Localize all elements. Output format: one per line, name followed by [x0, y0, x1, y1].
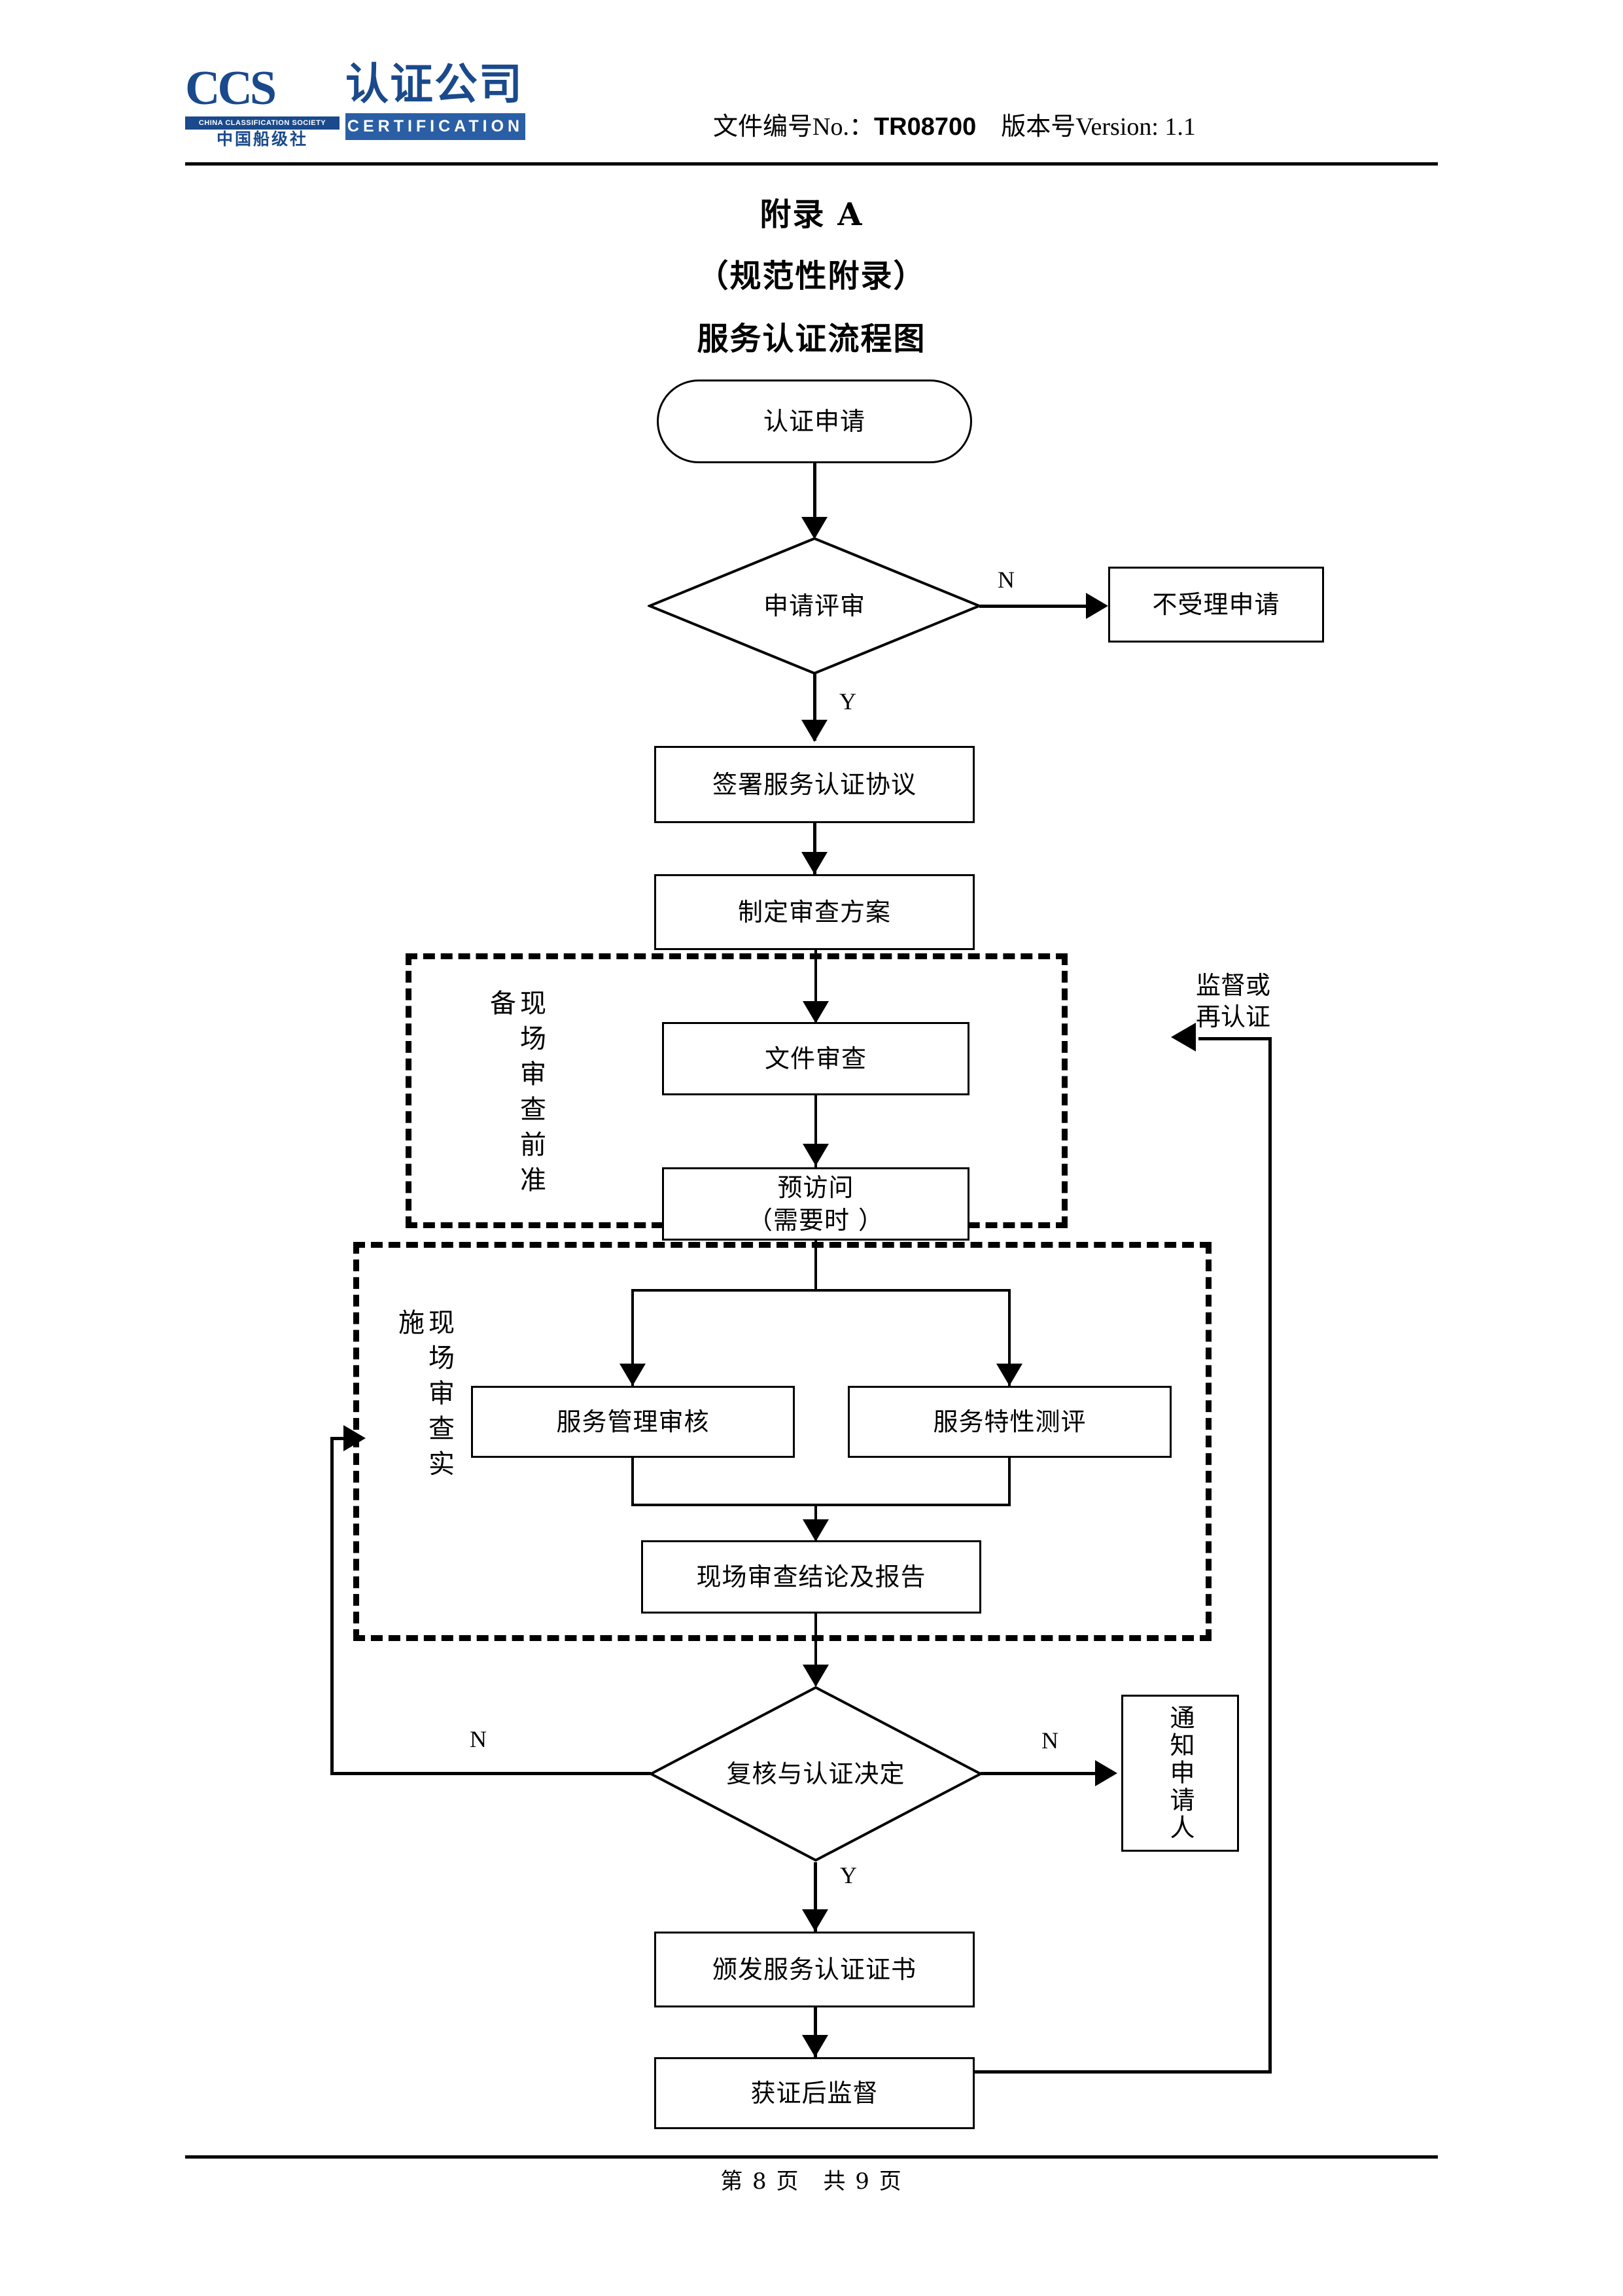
- header-divider: [185, 162, 1438, 166]
- node-label-previsit-line2: （需要时 ）: [747, 1206, 884, 1235]
- node-define-audit-plan[interactable]: 制定审查方案: [654, 874, 975, 950]
- arrow-sign-to-plan: [801, 852, 828, 874]
- node-certification-application[interactable]: 认证申请: [657, 380, 972, 463]
- flowchart-title: 服务认证流程图: [697, 321, 926, 357]
- group-label-onsite-execution: 现场审查实施: [394, 1309, 454, 1485]
- arrow-apply-to-review: [801, 517, 828, 539]
- node-label-previsit-line1: 预访问: [777, 1173, 854, 1202]
- arrow-previsit-to-mgmt: [620, 1364, 646, 1386]
- arrow-loopback-into-execution-group: [343, 1425, 366, 1451]
- resurvey-label-line1: 监督或: [1196, 971, 1271, 1000]
- diamond-shape: [648, 537, 981, 675]
- edge-decision-to-notify: [981, 1772, 1109, 1775]
- appendix-title: 附录 A: [759, 196, 864, 233]
- edge-label-decision-yes: Y: [840, 1862, 857, 1888]
- edge-label-review-no: N: [998, 567, 1015, 593]
- ccs-certification-logo: CCS 认证公司 CHINA CLASSIFICATION SOCIETY 中国…: [185, 59, 525, 148]
- edge-feature-down: [1008, 1458, 1011, 1505]
- node-service-management-audit[interactable]: 服务管理审核: [471, 1386, 795, 1458]
- page-number: 第 8 页 共 9 页: [720, 2168, 903, 2195]
- arrow-merge-to-report: [803, 1519, 829, 1542]
- node-label-application-review: 申请评审: [763, 592, 865, 620]
- edge-label-review-yes: Y: [839, 688, 856, 715]
- edge-decision-to-issue: [814, 1862, 817, 1932]
- group-label-onsite-preparation: 现场审查前准备: [485, 989, 546, 1201]
- edge-label-supervision-or-recertification: 监督或 再认证: [1196, 970, 1270, 1033]
- logo-letter-s: S: [249, 62, 277, 115]
- arrow-review-to-sign: [801, 720, 828, 742]
- edge-mgmt-down: [631, 1458, 634, 1505]
- arrow-issue-to-supervise: [802, 2035, 828, 2057]
- edge-sign-to-plan: [813, 823, 816, 874]
- edge-label-decision-no-left: N: [470, 1726, 487, 1752]
- arrow-previsit-to-feature: [996, 1364, 1022, 1386]
- arrow-decision-to-issue: [802, 1909, 828, 1932]
- edge-docreview-to-previsit: [814, 1095, 817, 1167]
- doc-number-value: TR08700: [873, 113, 977, 141]
- edge-previsit-stem: [814, 1241, 817, 1292]
- arrow-resurvey-into-prep-group: [1171, 1023, 1196, 1051]
- node-post-certification-supervision[interactable]: 获证后监督: [654, 2057, 975, 2129]
- edge-review-to-reject: [979, 605, 1098, 608]
- edge-issue-to-supervise: [814, 2007, 817, 2057]
- logo-hanzi-renzheng-gongsi: 认证公司: [345, 59, 523, 109]
- arrow-report-to-decision: [803, 1665, 829, 1687]
- edge-apply-to-review: [813, 463, 816, 537]
- node-sign-agreement[interactable]: 签署服务认证协议: [654, 746, 975, 823]
- node-review-and-decision[interactable]: 复核与认证决定: [649, 1686, 983, 1862]
- edge-report-to-decision: [814, 1614, 817, 1686]
- edge-decision-no-left: [330, 1772, 651, 1775]
- edge-label-decision-no-right: N: [1041, 1727, 1058, 1754]
- node-issue-certificate[interactable]: 颁发服务认证证书: [654, 1932, 975, 2007]
- edge-previsit-to-mgmt: [631, 1289, 634, 1386]
- node-previsit[interactable]: 预访问 （需要时 ）: [662, 1167, 969, 1241]
- edge-resurvey-entry: [1198, 1037, 1272, 1040]
- page-header: CCS 认证公司 CHINA CLASSIFICATION SOCIETY 中国…: [0, 0, 1623, 167]
- node-application-review[interactable]: 申请评审: [648, 537, 981, 675]
- edge-plan-to-docreview: [814, 950, 817, 1022]
- appendix-normative-label: （规范性附录）: [697, 258, 926, 294]
- edge-previsit-split-bus: [631, 1289, 1011, 1292]
- diamond-shape: [649, 1686, 983, 1862]
- arrow-review-to-reject: [1086, 593, 1108, 619]
- node-notify-applicant[interactable]: 通知申请人: [1121, 1695, 1239, 1852]
- logo-subtitle-chinese: 中国船级社: [216, 130, 308, 149]
- ccs-wordmark: CCS: [185, 62, 277, 115]
- logo-subtitle-english: CHINA CLASSIFICATION SOCIETY: [185, 116, 340, 130]
- arrow-plan-to-docreview: [803, 1001, 829, 1023]
- arrow-decision-to-notify: [1095, 1760, 1117, 1786]
- logo-letter-c1: C: [185, 62, 220, 115]
- logo-letter-c2: C: [217, 62, 252, 115]
- header-document-info: 文件编号No.：TR08700 版本号Version: 1.1: [713, 113, 1196, 141]
- node-reject-application[interactable]: 不受理申请: [1108, 567, 1324, 643]
- doc-version: 版本号Version: 1.1: [976, 113, 1196, 141]
- doc-number-label: 文件编号No.：: [713, 113, 874, 141]
- node-document-review[interactable]: 文件审查: [662, 1022, 969, 1095]
- logo-certification-band: CERTIFICATION: [345, 113, 525, 140]
- edge-decision-loopback-vertical: [330, 1437, 334, 1775]
- edge-previsit-to-feature: [1008, 1289, 1011, 1386]
- edge-merge-bus: [631, 1504, 1011, 1506]
- node-service-feature-evaluation[interactable]: 服务特性测评: [848, 1386, 1172, 1458]
- edge-supervise-right: [973, 2070, 1272, 2074]
- edge-resurvey-riser: [1268, 1037, 1272, 2073]
- node-onsite-conclusion-report[interactable]: 现场审查结论及报告: [641, 1540, 981, 1614]
- edge-review-to-sign: [813, 674, 816, 741]
- node-label-review-and-decision: 复核与认证决定: [726, 1759, 905, 1788]
- footer-divider: [185, 2155, 1438, 2159]
- arrow-docreview-to-previsit: [803, 1144, 829, 1166]
- resurvey-label-line2: 再认证: [1196, 1002, 1271, 1031]
